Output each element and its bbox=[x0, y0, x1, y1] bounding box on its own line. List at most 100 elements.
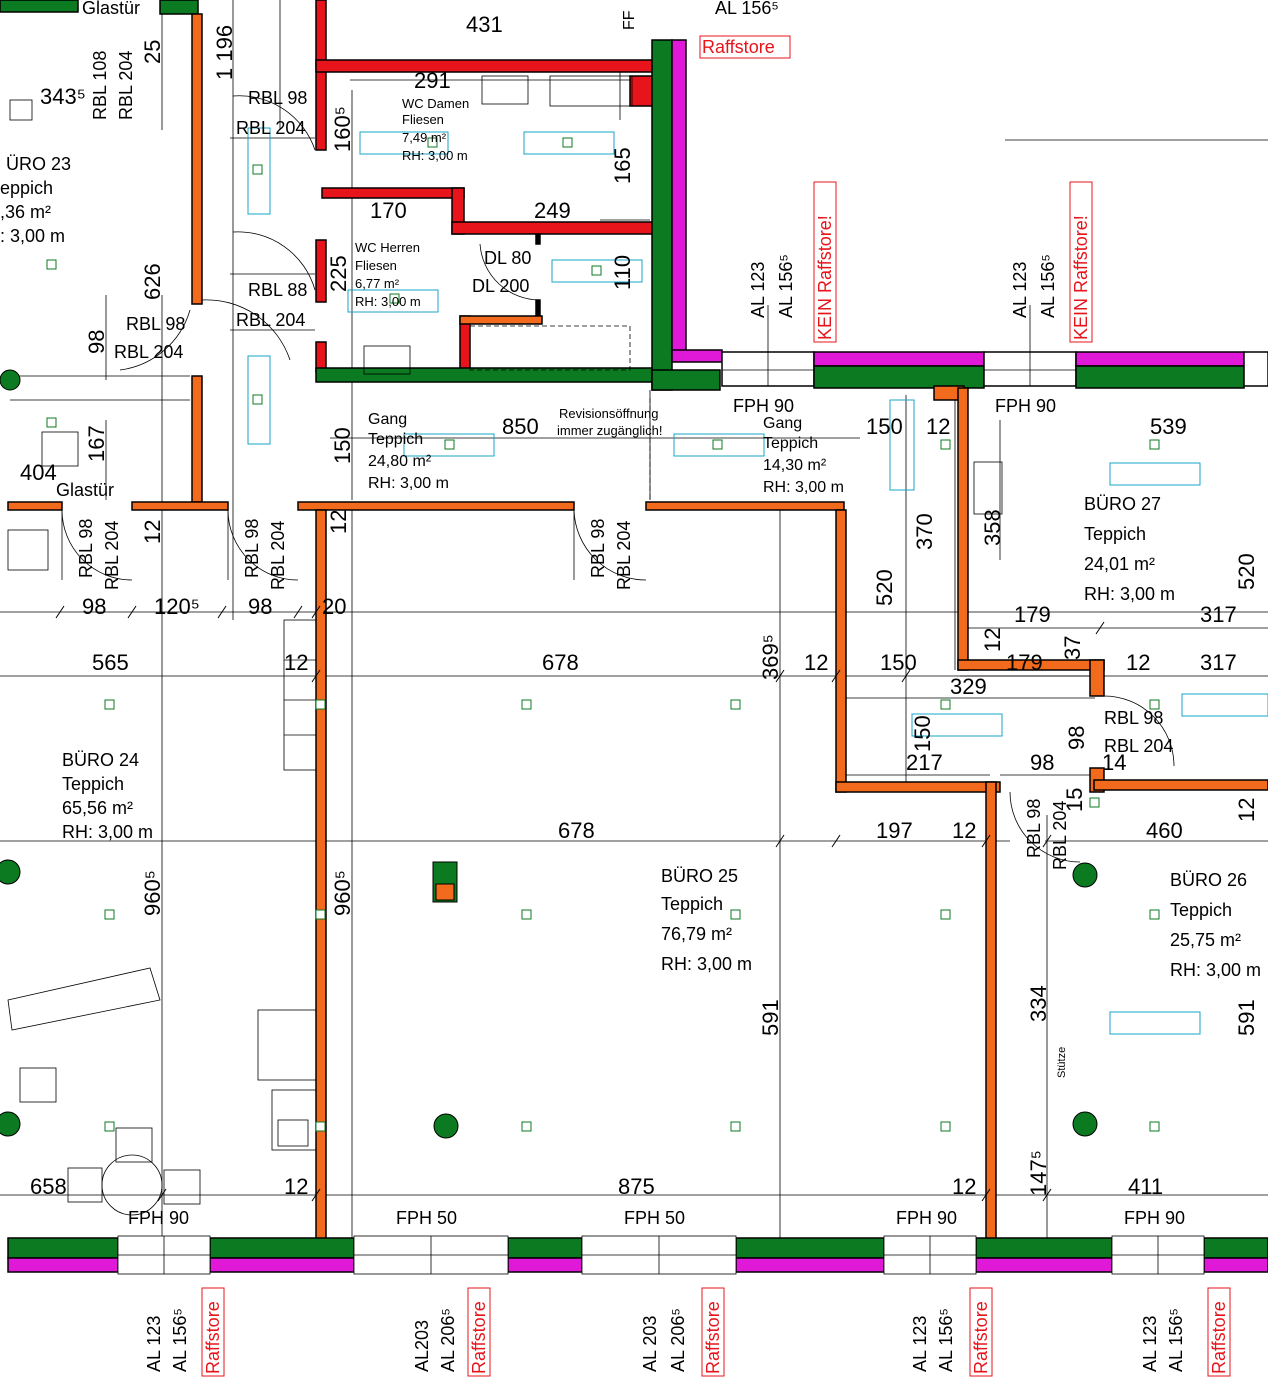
al156-bottom-1: AL 156⁵ bbox=[170, 1308, 190, 1372]
buero27-floor: Teppich bbox=[1084, 524, 1146, 544]
wc-herren-height: RH: 3,00 m bbox=[355, 294, 421, 309]
dim-98-left: 98 bbox=[84, 330, 109, 354]
wc-damen-name: WC Damen bbox=[402, 96, 469, 111]
rbl204-v3: RBL 204 bbox=[614, 521, 634, 590]
light-fixtures bbox=[247, 127, 1268, 1035]
wc-herren-floor: Fliesen bbox=[355, 258, 397, 273]
dim-150-b: 150 bbox=[866, 414, 903, 439]
kein-raffstore-1: KEIN Raffstore! bbox=[815, 215, 835, 340]
wc-damen-height: RH: 3,00 m bbox=[402, 148, 468, 163]
al156-upper-2: AL 156⁵ bbox=[1038, 254, 1058, 318]
rbl98-v4: RBL 98 bbox=[1024, 799, 1044, 858]
al156-top-label: AL 156⁵ bbox=[715, 0, 779, 18]
windows-bottom bbox=[117, 352, 1205, 1275]
stuetze-label: Stütze bbox=[1056, 1047, 1068, 1078]
wc-damen-area: 7,49 m² bbox=[402, 130, 447, 145]
revision-label-2: immer zugänglich! bbox=[557, 423, 663, 438]
al123-upper-2: AL 123 bbox=[1010, 262, 1030, 318]
dimension-labels: 431 291 249 170 160⁵ 165 225 110 343⁵ 25… bbox=[20, 12, 1259, 1199]
rbl98-v2: RBL 98 bbox=[242, 519, 262, 578]
dim-225: 225 bbox=[326, 255, 351, 292]
fph90-bottom-1: FPH 90 bbox=[128, 1208, 189, 1228]
gang2-floor: Teppich bbox=[763, 435, 818, 452]
dim-1475: 147⁵ bbox=[1026, 1150, 1051, 1196]
glastuer-top-label: Glastür bbox=[82, 0, 140, 18]
glastuer-label: Glastür bbox=[56, 480, 114, 500]
rbl88-wc2: RBL 88 bbox=[248, 280, 307, 300]
dim-110: 110 bbox=[610, 255, 635, 290]
al203-bottom-2: AL 203 bbox=[640, 1316, 660, 1372]
buero27-height: RH: 3,00 m bbox=[1084, 584, 1175, 604]
buero26-area: 25,75 m² bbox=[1170, 930, 1241, 950]
dim-875: 875 bbox=[618, 1174, 655, 1199]
buero25-name: BÜRO 25 bbox=[661, 866, 738, 886]
dim-98-v: 98 bbox=[1064, 726, 1089, 750]
buero24-name: BÜRO 24 bbox=[62, 750, 139, 770]
dim-150-c: 150 bbox=[880, 650, 917, 675]
buero25-area: 76,79 m² bbox=[661, 924, 732, 944]
raffstore-bottom-3: Raffstore bbox=[703, 1301, 723, 1374]
door-labels: RBL 98 RBL 204 RBL 88 RBL 204 RBL 98 RBL… bbox=[76, 51, 1173, 870]
dim-411: 411 bbox=[1128, 1174, 1163, 1199]
dim-12-b: 12 bbox=[926, 414, 950, 439]
gang1-floor: Teppich bbox=[368, 431, 423, 448]
dim-404: 404 bbox=[20, 460, 57, 485]
al203-bottom-1: AL203 bbox=[412, 1320, 432, 1372]
dim-9605-b: 960⁵ bbox=[330, 870, 355, 916]
dim-12-d: 12 bbox=[284, 650, 308, 675]
dl200-label: DL 200 bbox=[472, 276, 529, 296]
al206-bottom-2: AL 206⁵ bbox=[668, 1308, 688, 1372]
dim-334: 334 bbox=[1026, 985, 1051, 1022]
dim-249: 249 bbox=[534, 198, 571, 223]
dimension-ticks bbox=[55, 605, 1105, 1202]
dim-520-b: 520 bbox=[1234, 553, 1259, 590]
gang1-height: RH: 3,00 m bbox=[368, 475, 449, 492]
gang2-area: 14,30 m² bbox=[763, 457, 827, 474]
wc-herren-name: WC Herren bbox=[355, 240, 420, 255]
wc-damen-floor: Fliesen bbox=[402, 112, 444, 127]
al123-bottom-1: AL 123 bbox=[144, 1316, 164, 1372]
dim-217: 217 bbox=[906, 750, 943, 775]
dim-591-a: 591 bbox=[758, 999, 783, 1036]
dim-1196: 1 196 bbox=[212, 25, 237, 80]
raffstore-bottom-1: Raffstore bbox=[203, 1301, 223, 1374]
dim-678-b: 678 bbox=[558, 818, 595, 843]
fph50-bottom-1: FPH 50 bbox=[396, 1208, 457, 1228]
kein-raffstore-2: KEIN Raffstore! bbox=[1071, 215, 1091, 340]
dim-1205: 120⁵ bbox=[154, 594, 200, 619]
fph90-upper-1: FPH 90 bbox=[733, 396, 794, 416]
raffstore-bottom-5: Raffstore bbox=[1209, 1301, 1229, 1374]
dim-12-h: 12 bbox=[952, 1174, 976, 1199]
rbl204-top: RBL 204 bbox=[116, 51, 136, 120]
notes: Glastür Glastür Revisionsöffnung immer z… bbox=[56, 0, 1093, 1078]
column-square-inner bbox=[435, 883, 455, 901]
dim-460: 460 bbox=[1146, 818, 1183, 843]
buero26-height: RH: 3,00 m bbox=[1170, 960, 1261, 980]
dim-12-c: 12 bbox=[1126, 650, 1150, 675]
al156-bottom-3: AL 156⁵ bbox=[936, 1308, 956, 1372]
rbl98-left: RBL 98 bbox=[126, 314, 185, 334]
walls bbox=[0, 0, 1268, 1273]
dim-591-b: 591 bbox=[1234, 999, 1259, 1036]
rbl204-wc2: RBL 204 bbox=[236, 310, 305, 330]
rbl204-wc1: RBL 204 bbox=[236, 118, 305, 138]
raffstore-bottom-4: Raffstore bbox=[971, 1301, 991, 1374]
dim-329: 329 bbox=[950, 674, 987, 699]
shaft-outline bbox=[469, 325, 651, 500]
ff-top-label: FF bbox=[621, 10, 638, 30]
buero26-name: BÜRO 26 bbox=[1170, 870, 1247, 890]
al206-bottom-1: AL 206⁵ bbox=[438, 1308, 458, 1372]
dim-565: 565 bbox=[92, 650, 129, 675]
rbl98-wc1: RBL 98 bbox=[248, 88, 307, 108]
dim-167: 167 bbox=[84, 425, 109, 462]
gang1-area: 24,80 m² bbox=[368, 453, 432, 470]
gang1-name: Gang bbox=[368, 411, 407, 428]
rbl98-b27: RBL 98 bbox=[1104, 708, 1163, 728]
dim-197: 197 bbox=[876, 818, 913, 843]
door-swings bbox=[61, 95, 1175, 863]
al156-upper-1: AL 156⁵ bbox=[776, 254, 796, 318]
buero27-name: BÜRO 27 bbox=[1084, 494, 1161, 514]
dim-98-b: 98 bbox=[248, 594, 272, 619]
dim-98-c: 98 bbox=[1030, 750, 1054, 775]
room-labels: ÜRO 23 eppich ,36 m² : 3,00 m WC Damen F… bbox=[0, 96, 1261, 980]
